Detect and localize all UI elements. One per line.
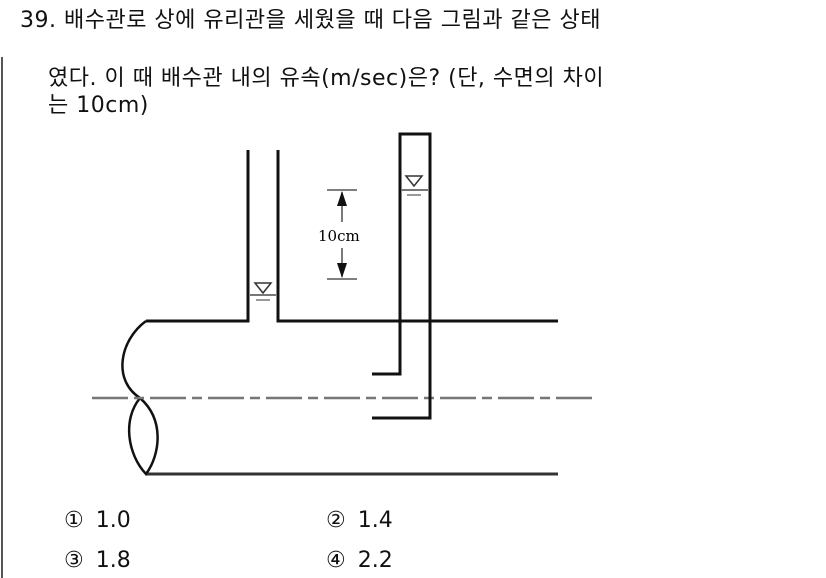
choice-number: ③ (64, 548, 84, 573)
choice-number: ① (64, 508, 84, 533)
piezometer-right-wall (276, 150, 558, 323)
dimension-label: 10cm (318, 227, 360, 245)
choice-value: 1.0 (95, 508, 131, 533)
water-level-triangle-icon (401, 175, 428, 196)
choice-value: 2.2 (357, 548, 393, 573)
choice-value: 1.4 (357, 508, 393, 533)
choice-value: 1.8 (95, 548, 131, 573)
choice-number: ④ (326, 548, 346, 573)
question-line-2: 였다. 이 때 배수관 내의 유속(m/sec)은? (단, 수면의 차이 (48, 66, 605, 91)
question-line-1: 39. 배수관로 상에 유리관을 세웠을 때 다음 그림과 같은 상태 (20, 8, 601, 33)
pipe-break-curve (121, 319, 159, 476)
choice-1[interactable]: ① 1.0 (64, 508, 131, 534)
pipe-top-wall (146, 150, 250, 323)
pitot-tube-inner (372, 132, 432, 420)
choice-3[interactable]: ③ 1.8 (64, 548, 131, 574)
left-border (1, 57, 3, 578)
water-level-triangle-icon (250, 282, 276, 301)
choice-number: ② (326, 508, 346, 533)
pipe-diagram: 10cm (92, 132, 595, 476)
question-line-3: 는 10cm) (48, 93, 149, 118)
dimension-arrow (327, 189, 357, 280)
choice-2[interactable]: ② 1.4 (326, 508, 393, 534)
choice-4[interactable]: ④ 2.2 (326, 548, 393, 574)
